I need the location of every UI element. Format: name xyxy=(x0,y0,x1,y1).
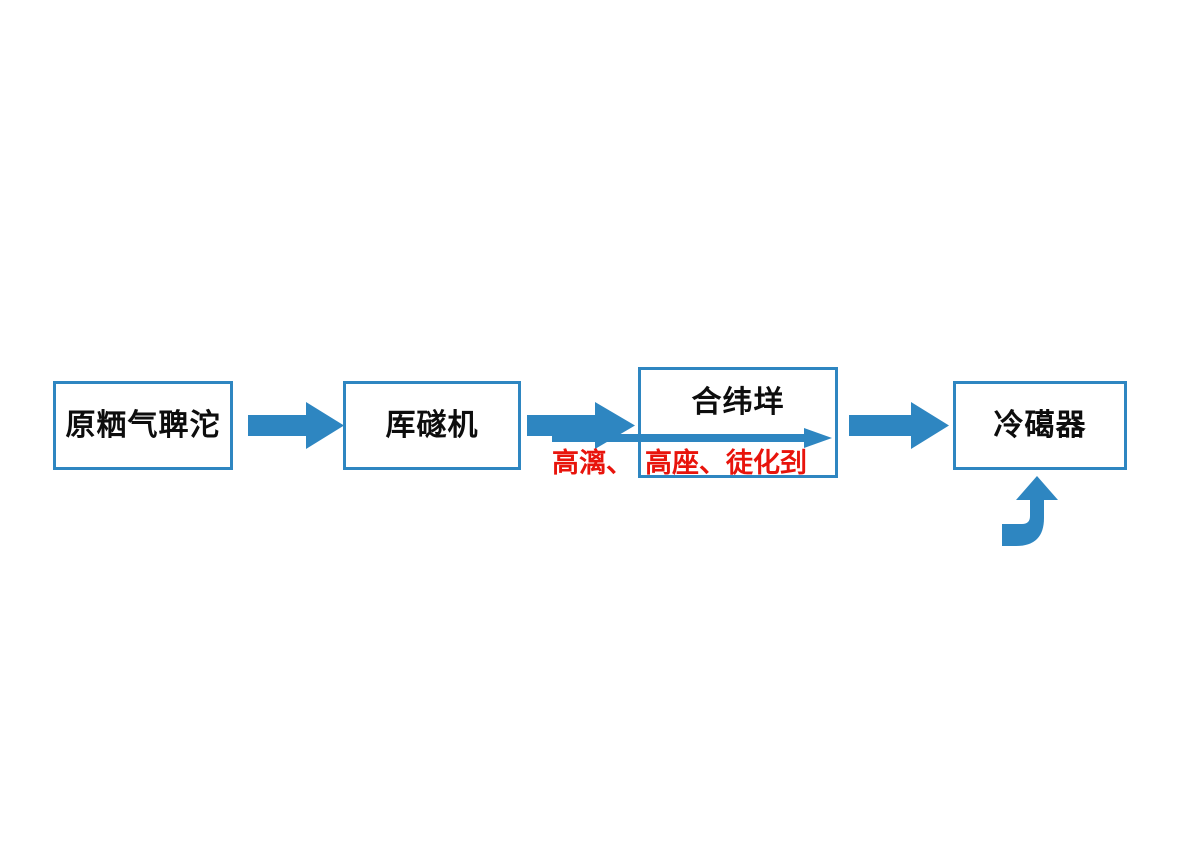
arrow-synthesis-to-condenser-icon xyxy=(849,402,949,449)
node-condenser-label: 冷礍器 xyxy=(993,408,1087,443)
arrow-recycle-up-icon xyxy=(1002,476,1058,546)
annotation-stream-conditions-right: 高座、徒化刭 xyxy=(645,448,807,479)
node-compressor[interactable]: 厍礈机 xyxy=(343,381,521,470)
annotation-stream-conditions-left: 高漓、 xyxy=(552,448,633,479)
node-synthesis-label: 合纬垟 xyxy=(691,385,785,420)
arrow-through-synthesis-icon xyxy=(552,428,832,448)
node-compressor-label: 厍礈机 xyxy=(385,408,479,443)
node-feed-gas[interactable]: 原粞气聛沱 xyxy=(53,381,233,470)
arrow-feed-to-compressor-icon xyxy=(248,402,344,449)
node-feed-gas-label: 原粞气聛沱 xyxy=(65,408,221,443)
node-synthesis[interactable]: 合纬垟 xyxy=(638,367,838,478)
node-condenser[interactable]: 冷礍器 xyxy=(953,381,1127,470)
